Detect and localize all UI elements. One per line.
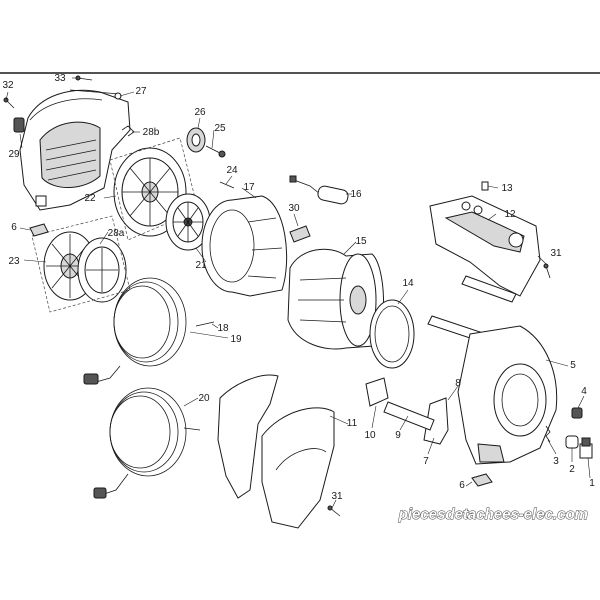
screw-32	[3, 97, 15, 109]
label-1: 1	[589, 478, 595, 489]
label-21: 21	[195, 260, 207, 271]
part-cable-20	[93, 387, 201, 499]
part-hose-19	[83, 277, 187, 385]
label-31-top: 31	[550, 248, 562, 259]
part-6-bottom	[471, 473, 493, 487]
screw-33	[75, 75, 93, 81]
clip-28b	[121, 125, 135, 137]
label-25: 25	[214, 123, 226, 134]
label-14: 14	[402, 278, 414, 289]
fitting-1	[579, 437, 593, 459]
part-top-cover-12	[429, 195, 541, 297]
label-6-left: 6	[11, 222, 17, 233]
screw-31-top	[543, 263, 551, 279]
label-32: 32	[2, 80, 14, 91]
part-labels: 1 2 3 4 5 6 6 7 8 9 10 11 12 13 14 15 16…	[2, 73, 595, 502]
part-gear-26	[186, 127, 206, 153]
part-rod-9	[383, 401, 435, 431]
label-11: 11	[347, 418, 358, 429]
part-pulley-21	[165, 193, 211, 251]
label-26: 26	[194, 107, 206, 118]
label-2: 2	[569, 464, 575, 475]
label-3: 3	[553, 456, 559, 467]
fitting-4	[571, 407, 583, 419]
label-23: 23	[8, 256, 20, 267]
part-clip-30	[289, 225, 311, 243]
label-13: 13	[501, 183, 513, 194]
label-5: 5	[570, 360, 576, 371]
part-6-left	[29, 223, 49, 237]
label-33: 33	[54, 73, 66, 84]
label-4: 4	[581, 386, 587, 397]
part-rear-housing	[13, 89, 131, 211]
label-24: 24	[226, 165, 238, 176]
label-30: 30	[288, 203, 300, 214]
label-20: 20	[198, 393, 210, 404]
label-28b: 28b	[143, 127, 160, 138]
fitting-2	[565, 435, 579, 449]
label-31-bottom: 31	[331, 491, 343, 502]
label-16: 16	[350, 189, 362, 200]
label-27: 27	[135, 86, 147, 97]
label-29: 29	[8, 149, 20, 160]
watermark: piecesdetachees-elec.com	[398, 506, 588, 523]
screw-31-bottom	[327, 505, 341, 517]
label-9: 9	[395, 430, 401, 441]
label-15: 15	[355, 236, 367, 247]
label-10: 10	[364, 430, 376, 441]
part-motor-15	[287, 248, 385, 350]
part-13	[481, 181, 489, 191]
label-18: 18	[217, 323, 229, 334]
part-valve-8	[365, 377, 389, 407]
part-lever-7	[423, 397, 449, 445]
part-oring-14	[369, 299, 415, 369]
spring-3	[545, 425, 551, 443]
part-capacitor-16	[289, 175, 349, 205]
label-17: 17	[243, 182, 255, 193]
screw-25	[205, 145, 226, 158]
part-reel-23	[31, 215, 131, 313]
part-pump-housing-5	[457, 325, 558, 465]
label-8: 8	[455, 378, 461, 389]
label-6-bottom: 6	[459, 480, 465, 491]
part-18	[195, 321, 215, 327]
pin-24	[219, 181, 235, 189]
part-front-cover-11	[217, 374, 335, 529]
label-12: 12	[504, 209, 516, 220]
label-22: 22	[84, 193, 96, 204]
leader-lines	[5, 77, 591, 509]
label-19: 19	[230, 334, 242, 345]
label-7: 7	[423, 456, 429, 467]
label-28a: 28a	[108, 228, 125, 239]
part-motor-housing-17	[201, 195, 288, 297]
